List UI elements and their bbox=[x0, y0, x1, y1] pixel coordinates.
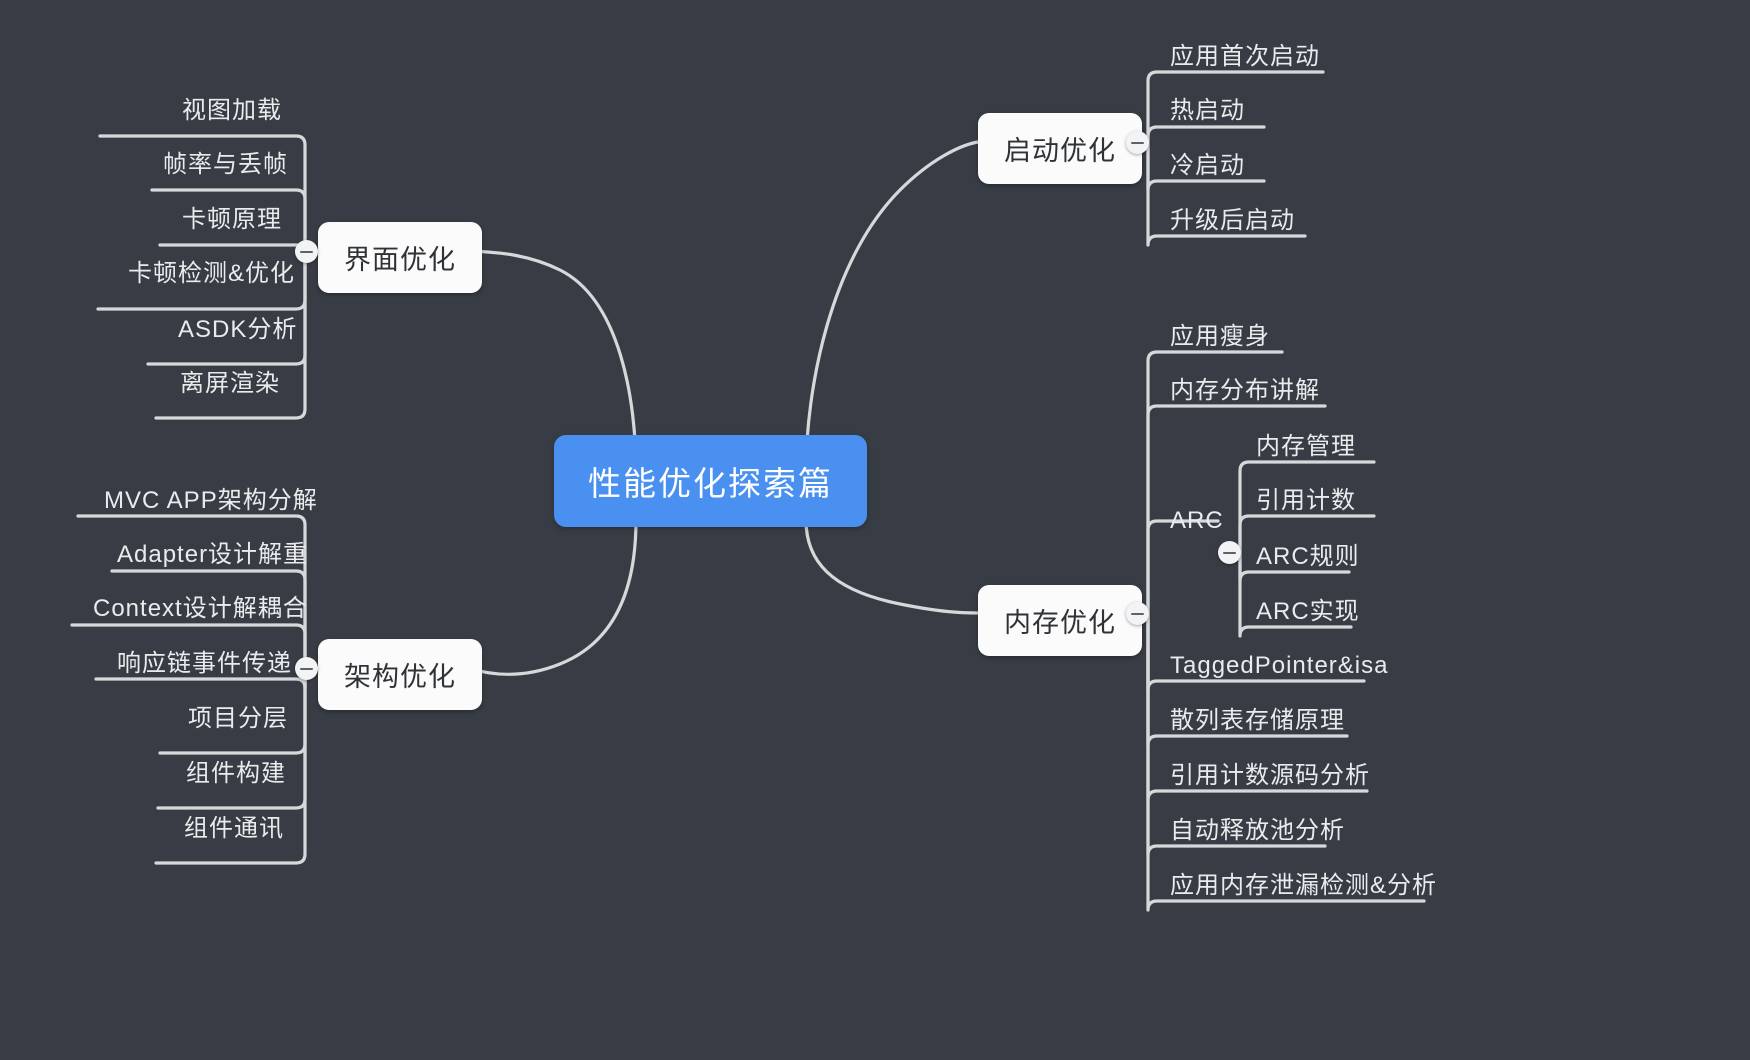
root-label: 性能优化探索篇 bbox=[588, 465, 833, 502]
leaf-label: 组件构建 bbox=[186, 760, 286, 787]
collapse-toggle-arch[interactable] bbox=[295, 657, 318, 680]
leaf-arch-3[interactable]: 响应链事件传递 bbox=[117, 652, 292, 676]
branch-node-memory[interactable]: 内存优化 bbox=[978, 585, 1142, 656]
leaf-label: 内存管理 bbox=[1256, 433, 1356, 460]
leaf-label: ASDK分析 bbox=[178, 316, 298, 343]
leaf-memory-4[interactable]: 散列表存储原理 bbox=[1170, 709, 1345, 733]
branch-label-launch: 启动优化 bbox=[1004, 136, 1116, 166]
leaf-label: 应用内存泄漏检测&分析 bbox=[1170, 872, 1438, 899]
leaf-label: 卡顿检测&优化 bbox=[128, 260, 296, 287]
leaf-label: 升级后启动 bbox=[1170, 207, 1295, 234]
leaf-label: 帧率与丢帧 bbox=[163, 151, 288, 178]
leaf-memory-0[interactable]: 应用瘦身 bbox=[1170, 325, 1270, 349]
branch-node-arch[interactable]: 架构优化 bbox=[318, 639, 482, 710]
leaf-label: 响应链事件传递 bbox=[117, 650, 292, 677]
leaf-label: 自动释放池分析 bbox=[1170, 817, 1345, 844]
leaf-label: 组件通讯 bbox=[184, 815, 284, 842]
leaf-label: ARC实现 bbox=[1256, 598, 1360, 625]
leaf-launch-0[interactable]: 应用首次启动 bbox=[1170, 45, 1320, 69]
leaf-arch-4[interactable]: 项目分层 bbox=[188, 707, 288, 731]
leaf-label: 应用首次启动 bbox=[1170, 43, 1320, 70]
leaf-memory-6[interactable]: 自动释放池分析 bbox=[1170, 819, 1345, 843]
branch-label-memory: 内存优化 bbox=[1004, 608, 1116, 638]
leaf-label: 热启动 bbox=[1170, 97, 1245, 124]
leaf-arc-2[interactable]: ARC规则 bbox=[1256, 545, 1360, 569]
leaf-ui-1[interactable]: 帧率与丢帧 bbox=[163, 153, 288, 177]
leaf-label: 内存分布讲解 bbox=[1170, 377, 1320, 404]
leaf-label: 应用瘦身 bbox=[1170, 323, 1270, 350]
leaf-arc-1[interactable]: 引用计数 bbox=[1256, 489, 1356, 513]
subbranch-label-arc: ARC bbox=[1170, 507, 1224, 534]
leaf-label: TaggedPointer&isa bbox=[1170, 652, 1389, 679]
leaf-arch-0[interactable]: MVC APP架构分解 bbox=[104, 489, 318, 513]
leaf-ui-3[interactable]: 卡顿检测&优化 bbox=[128, 262, 295, 286]
leaf-label: ARC规则 bbox=[1256, 543, 1360, 570]
collapse-toggle-arc[interactable] bbox=[1218, 541, 1241, 564]
leaf-arch-1[interactable]: Adapter设计解重 bbox=[117, 543, 308, 567]
subbranch-node-arc[interactable]: ARC bbox=[1170, 509, 1224, 533]
leaf-launch-1[interactable]: 热启动 bbox=[1170, 99, 1245, 123]
branch-node-launch[interactable]: 启动优化 bbox=[978, 113, 1142, 184]
leaf-memory-5[interactable]: 引用计数源码分析 bbox=[1170, 764, 1370, 788]
leaf-memory-3[interactable]: TaggedPointer&isa bbox=[1170, 654, 1388, 678]
leaf-label: Context设计解耦合 bbox=[93, 595, 308, 622]
leaf-label: 视图加载 bbox=[182, 97, 282, 124]
leaf-arch-6[interactable]: 组件通讯 bbox=[184, 817, 284, 841]
collapse-toggle-ui[interactable] bbox=[295, 240, 318, 263]
leaf-label: 卡顿原理 bbox=[182, 206, 282, 233]
root-node[interactable]: 性能优化探索篇 bbox=[554, 435, 867, 527]
branch-label-ui: 界面优化 bbox=[344, 245, 456, 275]
collapse-toggle-launch[interactable] bbox=[1126, 131, 1149, 154]
leaf-label: 冷启动 bbox=[1170, 152, 1245, 179]
leaf-label: 散列表存储原理 bbox=[1170, 707, 1345, 734]
leaf-ui-2[interactable]: 卡顿原理 bbox=[182, 208, 282, 232]
leaf-label: MVC APP架构分解 bbox=[104, 487, 318, 514]
leaf-label: Adapter设计解重 bbox=[117, 541, 309, 568]
leaf-memory-1[interactable]: 内存分布讲解 bbox=[1170, 379, 1320, 403]
leaf-launch-2[interactable]: 冷启动 bbox=[1170, 154, 1245, 178]
leaf-memory-7[interactable]: 应用内存泄漏检测&分析 bbox=[1170, 874, 1437, 898]
leaf-label: 引用计数源码分析 bbox=[1170, 762, 1370, 789]
leaf-ui-0[interactable]: 视图加载 bbox=[182, 99, 282, 123]
leaf-arch-2[interactable]: Context设计解耦合 bbox=[93, 597, 308, 621]
leaf-label: 项目分层 bbox=[188, 705, 288, 732]
leaf-ui-4[interactable]: ASDK分析 bbox=[178, 318, 297, 342]
leaf-label: 离屏渲染 bbox=[180, 370, 280, 397]
leaf-launch-3[interactable]: 升级后启动 bbox=[1170, 209, 1295, 233]
leaf-ui-5[interactable]: 离屏渲染 bbox=[180, 372, 280, 396]
collapse-toggle-memory[interactable] bbox=[1126, 602, 1149, 625]
leaf-arch-5[interactable]: 组件构建 bbox=[186, 762, 286, 786]
leaf-label: 引用计数 bbox=[1256, 487, 1356, 514]
leaf-arc-3[interactable]: ARC实现 bbox=[1256, 600, 1360, 624]
branch-label-arch: 架构优化 bbox=[344, 662, 456, 692]
branch-node-ui[interactable]: 界面优化 bbox=[318, 222, 482, 293]
leaf-arc-0[interactable]: 内存管理 bbox=[1256, 435, 1356, 459]
